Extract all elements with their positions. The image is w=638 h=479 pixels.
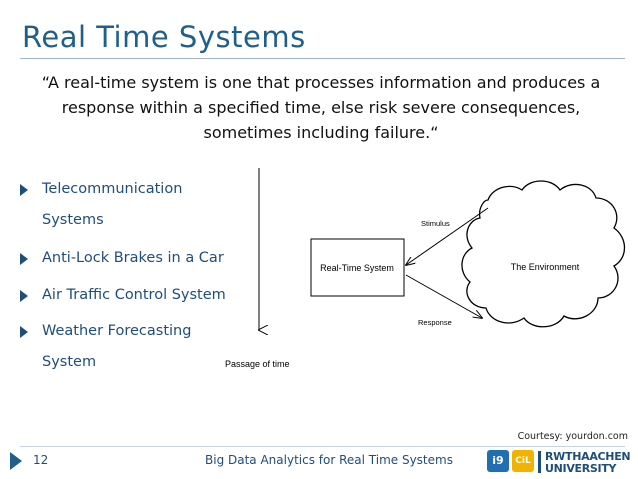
i9-logo-icon: i9 [487, 450, 509, 472]
rwth-logo-line2: UNIVERSITY [545, 462, 617, 475]
environment-label: The Environment [511, 262, 580, 272]
bullet-text: Air Traffic Control System [42, 287, 226, 303]
stimulus-label: Stimulus [421, 219, 450, 228]
definition-quote: “A real-time system is one that processe… [41, 73, 601, 142]
bullet-arrow-icon [20, 184, 28, 196]
bullet-arrow-icon [20, 253, 28, 265]
title-divider [20, 58, 625, 59]
bullet-item: Telecommunication Systems [20, 174, 212, 236]
bullet-item: Anti-Lock Brakes in a Car [20, 243, 250, 274]
bullet-item: Weather Forecasting System [20, 316, 212, 378]
bullet-item: Air Traffic Control System [20, 280, 250, 311]
rwth-logo: RWTHAACHEN UNIVERSITY [538, 449, 631, 475]
footer-course-title: Big Data Analytics for Real Time Systems [205, 453, 453, 467]
system-label: Real-Time System [320, 263, 394, 273]
response-label: Response [418, 318, 452, 327]
stimulus-arrow [406, 207, 489, 265]
slide-title: Real Time Systems [22, 20, 306, 54]
cil-logo-icon: CiL [512, 450, 534, 472]
bullet-text: Anti-Lock Brakes in a Car [42, 250, 224, 266]
rwth-logo-line1: RWTHAACHEN [545, 450, 631, 463]
rwth-logo-bar [538, 451, 541, 473]
bullet-text: Telecommunication Systems [42, 181, 183, 228]
page-number: 12 [33, 453, 49, 467]
footer-divider [20, 446, 625, 447]
image-credit: Courtesy: yourdon.com [517, 431, 628, 442]
footer-arrow-icon [10, 452, 22, 470]
timeline-label: Passage of time [225, 359, 290, 369]
system-box [310, 238, 405, 297]
response-arrow [405, 274, 482, 318]
bullet-arrow-icon [20, 290, 28, 302]
environment-cloud [461, 180, 626, 328]
bullet-text: Weather Forecasting System [42, 323, 192, 370]
bullet-arrow-icon [20, 326, 28, 338]
bullet-list: Telecommunication Systems Anti-Lock Brak… [20, 174, 250, 378]
